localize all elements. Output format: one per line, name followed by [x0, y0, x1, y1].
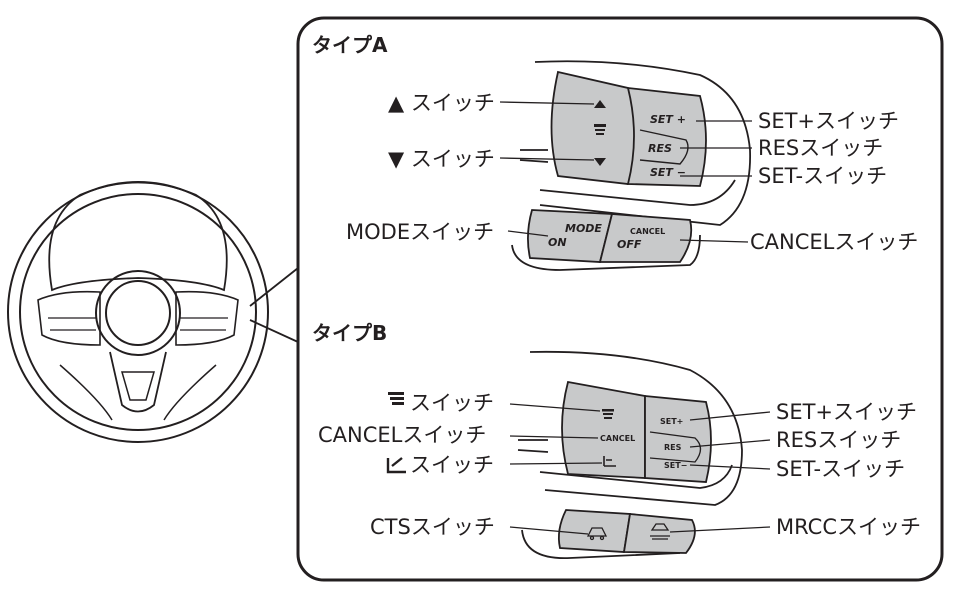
type-b-cancel-switch-label: CANCELスイッチ: [318, 423, 486, 447]
type-b-lane-switch-label: スイッチ: [410, 453, 494, 477]
type-a-cancel-bottom-label: OFF: [617, 238, 642, 251]
distance-icon: [594, 124, 606, 135]
detail-panel: [296, 16, 944, 582]
type-a-set-plus-switch-label: SET+スイッチ: [758, 109, 899, 133]
mrcc-icon: [650, 523, 670, 540]
type-a-mode-bottom-label: ON: [548, 236, 567, 249]
type-b-mrcc-button[interactable]: [622, 513, 696, 554]
type-a-left-pod: [550, 70, 641, 185]
type-b-left-pod: [561, 380, 646, 479]
steering-wheel-overview: [7, 181, 299, 443]
type-b-set-plus-switch-label: SET+スイッチ: [776, 400, 917, 424]
distance-icon[interactable]: [602, 409, 614, 419]
type-a-down-switch[interactable]: [594, 158, 606, 166]
cts-icon: [586, 527, 608, 541]
type-a-up-switch[interactable]: [594, 100, 606, 108]
lane-icon[interactable]: [603, 456, 616, 467]
type-a-mode-switch-label: MODEスイッチ: [346, 220, 494, 244]
type-a-set-minus-button[interactable]: SET −: [650, 166, 686, 179]
type-a-heading: タイプA: [312, 33, 388, 57]
type-a-right-pod: [626, 86, 707, 187]
type-b-set-minus-button[interactable]: SET−: [664, 461, 687, 470]
type-a-down-switch-label: ▼ スイッチ: [388, 147, 495, 171]
type-b-res-button[interactable]: RES: [664, 443, 682, 452]
type-b-leader-lines: [509, 403, 771, 535]
type-a-switch-housing: [511, 60, 751, 271]
type-b-heading: タイプB: [312, 321, 387, 345]
type-a-set-plus-button[interactable]: SET +: [650, 113, 686, 126]
type-b-cancel-button[interactable]: CANCEL: [600, 434, 635, 443]
type-b-set-plus-button[interactable]: SET+: [660, 417, 683, 426]
type-b-cts-button[interactable]: [557, 509, 632, 553]
type-b-res-switch-label: RESスイッチ: [776, 428, 901, 452]
type-a-leader-lines: [499, 101, 752, 243]
type-a-up-switch-label: ▲ スイッチ: [388, 91, 495, 115]
lane-icon-label: [386, 457, 406, 474]
type-b-set-minus-switch-label: SET-スイッチ: [776, 457, 905, 481]
type-b-distance-switch-label: スイッチ: [410, 391, 494, 415]
type-a-mode-button[interactable]: [527, 209, 614, 263]
type-a-cancel-top-label: CANCEL: [630, 227, 665, 236]
distance-icon-label: [388, 392, 404, 405]
type-b-switch-housing: [517, 350, 743, 559]
type-a-res-switch-label: RESスイッチ: [758, 136, 883, 160]
type-a-res-button[interactable]: RES: [648, 142, 672, 155]
type-b-cts-switch-label: CTSスイッチ: [370, 515, 495, 539]
type-a-cancel-switch-label: CANCELスイッチ: [750, 230, 918, 254]
type-b-mrcc-switch-label: MRCCスイッチ: [776, 515, 921, 539]
type-a-set-minus-switch-label: SET-スイッチ: [758, 164, 887, 188]
type-a-mode-top-label: MODE: [565, 222, 602, 235]
type-a-cancel-button[interactable]: [598, 213, 693, 263]
